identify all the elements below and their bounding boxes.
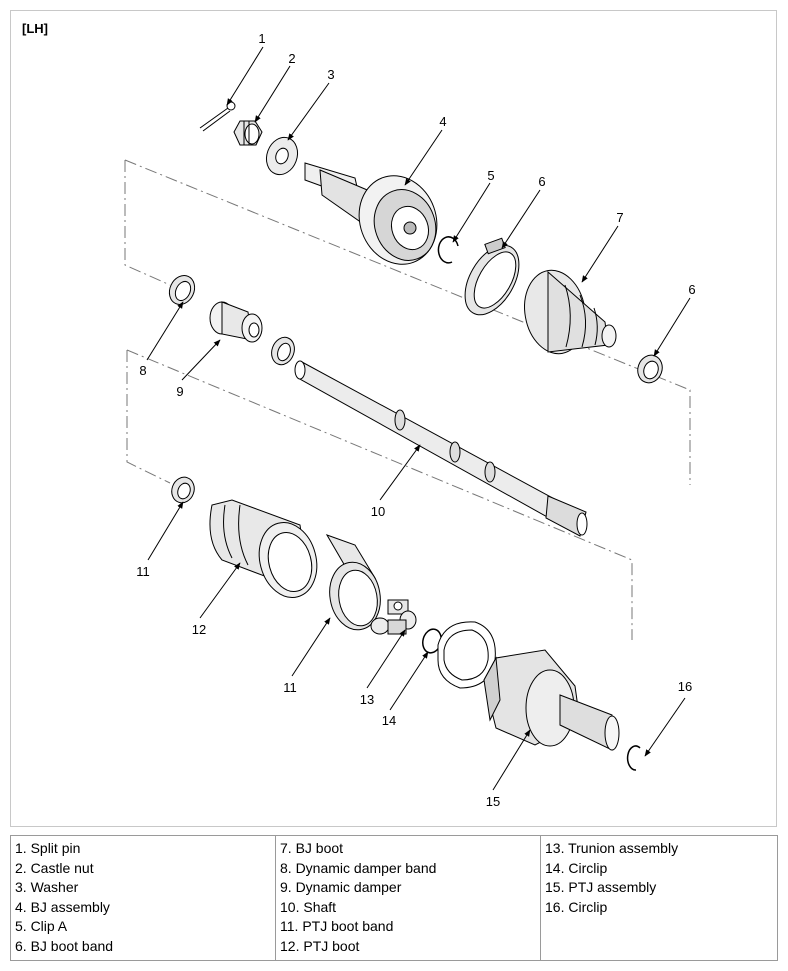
callout-12: 12 xyxy=(192,622,206,637)
callout-13: 13 xyxy=(360,692,374,707)
bj-boot-band-large-part xyxy=(464,237,520,316)
bj-assembly-part xyxy=(304,162,438,265)
callout-5: 5 xyxy=(487,168,494,183)
callout-15: 15 xyxy=(486,794,500,809)
legend-item: 12. PTJ boot xyxy=(280,937,360,954)
legend-item: 10. Shaft xyxy=(280,898,337,915)
legend-item: 6. BJ boot band xyxy=(15,937,114,954)
leader-lines xyxy=(146,46,691,791)
legend-item: 15. PTJ assembly xyxy=(545,879,657,895)
split-pin-part xyxy=(199,101,236,132)
shaft-band-part xyxy=(271,336,295,366)
dynamic-damper-band-part xyxy=(168,274,196,306)
callout-1: 1 xyxy=(258,31,265,46)
bj-boot-part xyxy=(524,269,617,355)
callout-4: 4 xyxy=(439,114,446,129)
ptj-boot-band-part xyxy=(171,476,195,504)
callout-2: 2 xyxy=(288,51,295,66)
assembly-guide-lines xyxy=(124,159,691,640)
legend-item: 14. Circlip xyxy=(545,859,608,876)
clip-a-part xyxy=(437,236,459,264)
legend-column-3: 13. Trunion assembly 14. Circlip 15. PTJ… xyxy=(540,835,778,961)
legend-item: 7. BJ boot xyxy=(280,840,344,856)
callout-10: 10 xyxy=(371,504,385,519)
gasket-ring-part xyxy=(437,621,496,689)
legend-item: 5. Clip A xyxy=(15,918,68,934)
bj-boot-band-small-part xyxy=(637,354,663,384)
legend-item: 2. Castle nut xyxy=(15,859,94,876)
castle-nut-part xyxy=(233,120,263,146)
legend-item: 11. PTJ boot band xyxy=(280,918,394,934)
callout-11-lower: 11 xyxy=(283,680,297,695)
circlip-outer-part xyxy=(626,745,641,771)
callout-9: 9 xyxy=(176,384,183,399)
callout-14: 14 xyxy=(382,713,396,728)
callout-6-lower: 6 xyxy=(688,282,695,297)
legend-item: 9. Dynamic damper xyxy=(280,879,402,895)
legend-item: 8. Dynamic damper band xyxy=(280,859,437,876)
legend-item: 4. BJ assembly xyxy=(15,898,110,915)
ptj-assembly-part xyxy=(483,649,620,751)
trunion-assembly-part xyxy=(370,599,417,635)
callout-16: 16 xyxy=(678,679,692,694)
legend-item: 16. Circlip xyxy=(545,898,608,915)
ptj-boot-part xyxy=(209,499,318,598)
callout-8: 8 xyxy=(139,363,146,378)
callout-7: 7 xyxy=(616,210,623,225)
washer-part xyxy=(265,136,299,176)
legend-item: 3. Washer xyxy=(15,879,79,895)
figure-frame xyxy=(10,10,777,827)
legend-column-1: 1. Split pin 2. Castle nut 3. Washer 4. … xyxy=(10,835,276,961)
dynamic-damper-part xyxy=(209,301,263,343)
shaft-part xyxy=(294,360,588,537)
legend-item: 1. Split pin xyxy=(15,840,81,856)
side-tag: [LH] xyxy=(22,21,48,36)
callout-6-upper: 6 xyxy=(538,174,545,189)
ptj-boot-band-large-part xyxy=(325,534,381,631)
legend-item: 13. Trunion assembly xyxy=(545,840,679,856)
legend-column-2: 7. BJ boot 8. Dynamic damper band 9. Dyn… xyxy=(275,835,541,961)
callout-3: 3 xyxy=(327,67,334,82)
exploded-diagram: 1 2 3 4 5 6 7 6 8 9 10 11 12 11 13 14 15… xyxy=(124,31,696,809)
parts-legend: 1. Split pin 2. Castle nut 3. Washer 4. … xyxy=(10,835,778,961)
callout-labels: 1 2 3 4 5 6 7 6 8 9 10 11 12 11 13 14 15… xyxy=(136,31,695,809)
callout-11-upper: 11 xyxy=(136,564,150,579)
